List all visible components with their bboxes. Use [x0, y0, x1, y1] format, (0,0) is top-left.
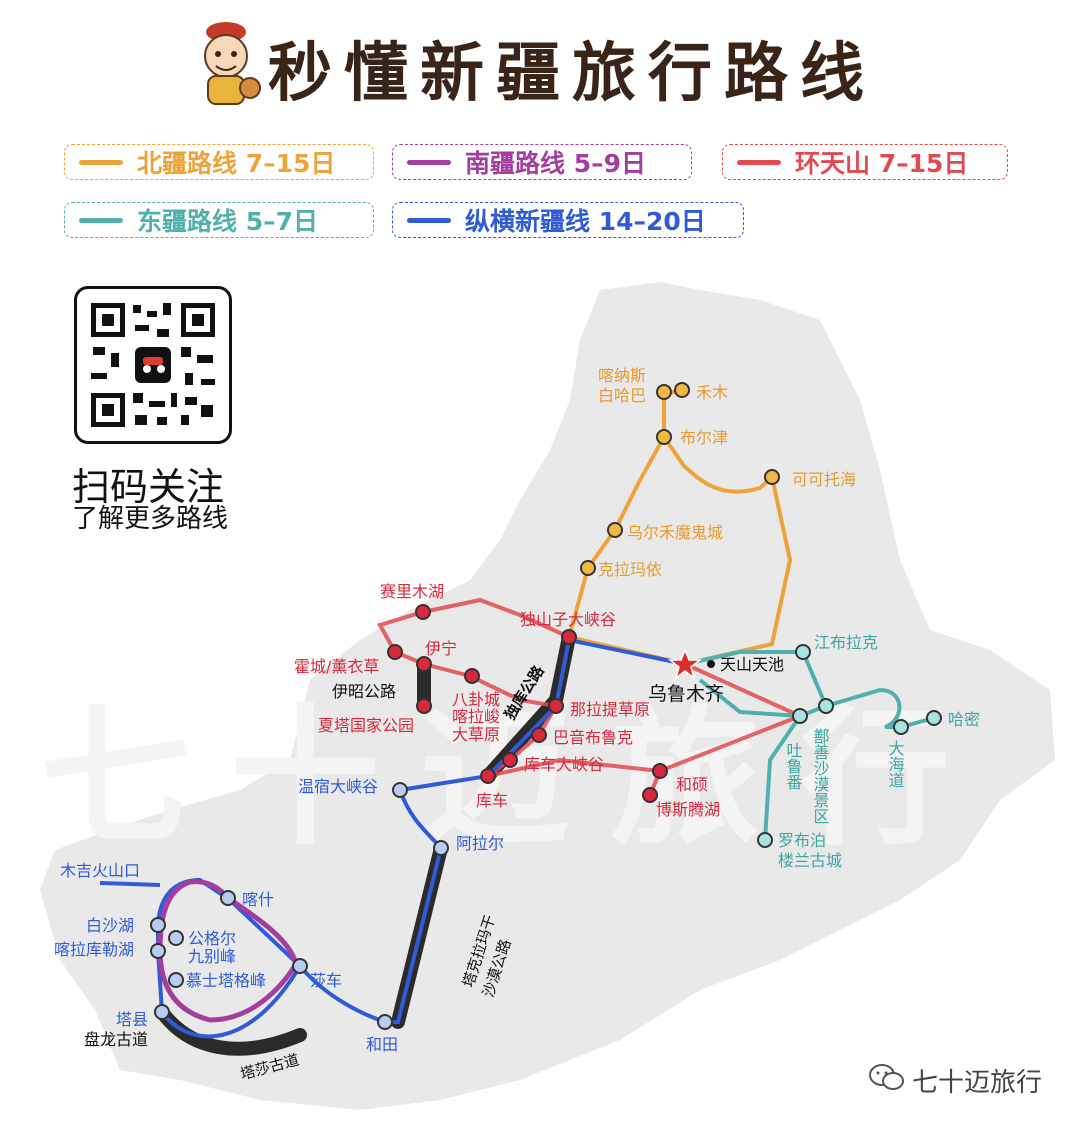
- place-label: 和硕: [676, 775, 708, 794]
- place-label: 盘龙古道: [84, 1030, 148, 1049]
- qr-title: 扫码关注: [72, 465, 225, 509]
- qr-code[interactable]: [74, 286, 232, 444]
- place-label-vertical: 吐鲁番: [784, 742, 803, 790]
- place-label: 莎车: [310, 971, 342, 990]
- place-label: 罗布泊: [778, 831, 826, 850]
- legend-loop: 环天山 7–15日: [722, 144, 1008, 180]
- watermark-label: 七十迈旅行: [912, 1068, 1043, 1098]
- place-label: 白哈巴: [598, 386, 646, 405]
- place-label: 赛里木湖: [380, 582, 444, 601]
- legend-swatch: [737, 159, 781, 165]
- place-label: 喀拉峻: [452, 707, 500, 726]
- place-label: 白沙湖: [86, 916, 134, 935]
- place-label: 木吉火山口: [60, 861, 140, 880]
- legend-south: 南疆路线 5–9日: [392, 144, 692, 180]
- east-stops: [757, 644, 942, 848]
- place-label: 那拉提草原: [570, 700, 650, 719]
- legend-cross: 纵横新疆线 14–20日: [392, 202, 744, 238]
- place-label: 大草原: [452, 725, 500, 744]
- place-label: 喀什: [242, 890, 274, 909]
- place-label: 楼兰古城: [778, 851, 842, 870]
- place-label: 布尔津: [680, 428, 728, 447]
- place-label: 江布拉克: [814, 633, 878, 652]
- place-label: 伊昭公路: [332, 682, 396, 701]
- legend-east: 东疆路线 5–7日: [64, 202, 374, 238]
- place-label: 博斯腾湖: [656, 800, 720, 819]
- qr-code-icon: [91, 303, 215, 427]
- page-title: 秒懂新疆旅行路线: [268, 37, 876, 111]
- xinjiang-region-shape: [40, 282, 1055, 1110]
- place-label: 慕士塔格峰: [186, 971, 266, 990]
- north-labels: 喀纳斯 白哈巴 禾木 布尔津 可可托海 乌尔禾魔鬼城 克拉玛依: [598, 366, 856, 579]
- place-label: 温宿大峡谷: [298, 777, 378, 796]
- cross-stops: [150, 782, 449, 1030]
- east-labels: 江布拉克 哈密 罗布泊 楼兰古城 吐鲁番 鄯善沙漠景区 大海道: [778, 633, 980, 870]
- loop-stops: [387, 604, 668, 803]
- wechat-icon: [869, 1064, 904, 1090]
- place-label: 可可托海: [792, 470, 856, 489]
- place-label: 喀纳斯: [598, 366, 646, 385]
- cross-labels: 温宿大峡谷 阿拉尔 木吉火山口 喀什 白沙湖 喀拉库勒湖 公格尔 九别峰 慕士塔…: [54, 777, 504, 1054]
- tianchi-dot: [707, 660, 715, 668]
- place-label: 库车: [476, 791, 508, 810]
- place-label: 和田: [366, 1035, 398, 1054]
- legend-swatch: [407, 159, 451, 165]
- legend-swatch: [79, 217, 123, 223]
- place-label: 禾木: [696, 383, 728, 402]
- place-label: 库车大峡谷: [524, 755, 604, 774]
- place-label: 伊宁: [425, 639, 457, 658]
- legend-label: 东疆路线 5–7日: [137, 207, 318, 236]
- place-label-vertical: 大海道: [886, 740, 905, 788]
- place-label: 八卦城: [452, 690, 500, 709]
- place-label: 天山天池: [720, 655, 784, 674]
- place-label: 塔县: [116, 1010, 148, 1029]
- loop-labels: 赛里木湖 独山子大峡谷 伊宁 霍城/薰衣草 夏塔国家公园 八卦城 喀拉峻 大草原…: [294, 582, 720, 819]
- legend-north: 北疆路线 7–15日: [64, 144, 374, 180]
- legend-label: 纵横新疆线 14–20日: [465, 207, 706, 236]
- place-label: 乌尔禾魔鬼城: [627, 523, 723, 542]
- place-label: 巴音布鲁克: [553, 728, 633, 747]
- place-label: 九别峰: [188, 947, 236, 966]
- place-label: 哈密: [948, 710, 980, 729]
- legend-swatch: [79, 159, 123, 165]
- place-label: 公格尔: [188, 929, 236, 948]
- star-icon: [667, 647, 703, 680]
- legend-label: 南疆路线 5–9日: [465, 149, 646, 178]
- north-stops: [580, 382, 780, 576]
- place-label: 阿拉尔: [456, 834, 504, 853]
- place-label: 霍城/薰衣草: [294, 657, 379, 676]
- place-label: 喀拉库勒湖: [54, 940, 134, 959]
- capital-label: 乌鲁木齐: [648, 683, 724, 705]
- qr-subtitle: 了解更多路线: [72, 504, 229, 534]
- legend-label: 北疆路线 7–15日: [137, 149, 336, 178]
- place-label: 独山子大峡谷: [520, 610, 616, 629]
- south-route: [157, 879, 299, 1023]
- mascot-icon: [204, 22, 261, 105]
- place-label: 夏塔国家公园: [318, 716, 414, 735]
- place-label-vertical: 鄯善沙漠景区: [811, 728, 830, 824]
- place-label: 克拉玛依: [598, 560, 662, 579]
- legend-swatch: [407, 217, 451, 223]
- legend-label: 环天山 7–15日: [795, 149, 969, 178]
